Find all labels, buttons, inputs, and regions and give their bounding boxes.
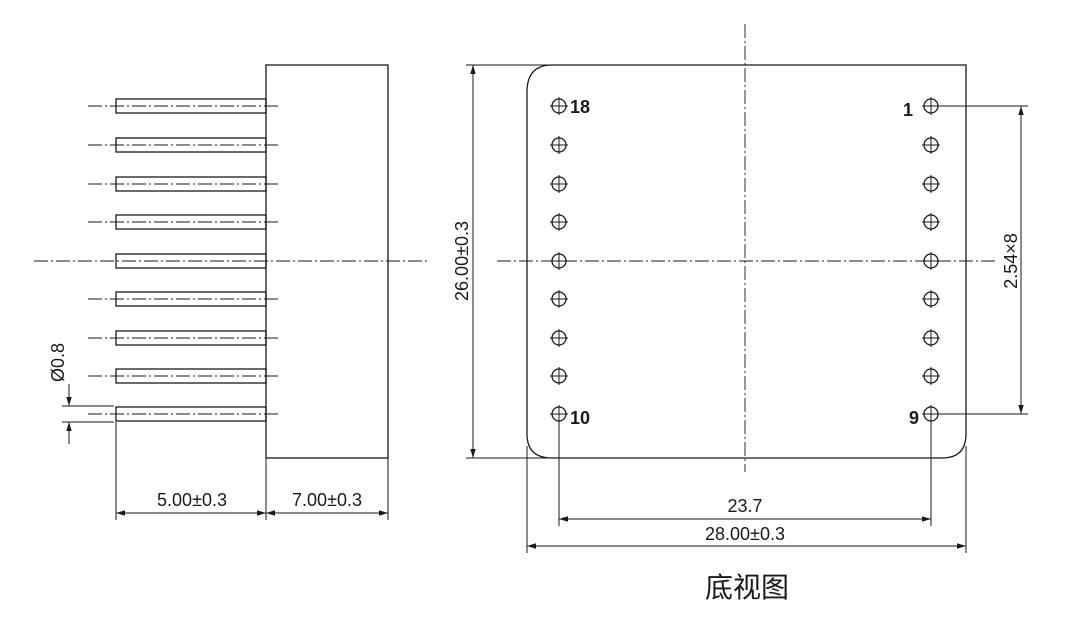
pin-hole	[550, 367, 568, 385]
pin-hole	[922, 175, 940, 193]
view-caption: 底视图	[705, 571, 789, 604]
side-pin	[88, 176, 278, 192]
bottom-view-body	[526, 64, 967, 459]
bottom-view: 18 1 10 9 26.00±0.3 2.54×8 23.7 28.00	[452, 24, 1028, 604]
side-length-dimensions: 5.00±0.3 7.00±0.3	[115, 422, 389, 520]
pin-hole	[922, 405, 940, 423]
pin-hole	[550, 213, 568, 231]
pin-label-9: 9	[909, 408, 919, 428]
bottom-view-pins	[550, 97, 940, 423]
side-view: Ø0.8 5.00±0.3 7.00±0.3	[34, 64, 428, 520]
pin-length-label: 5.00±0.3	[157, 490, 227, 510]
pin-hole	[550, 97, 568, 115]
body-height-label: 7.00±0.3	[292, 490, 362, 510]
side-view-pins	[88, 98, 278, 422]
side-pin	[88, 291, 278, 307]
width-dimensions: 23.7 28.00±0.3	[526, 422, 967, 553]
pin-hole	[922, 290, 940, 308]
pin-hole	[550, 175, 568, 193]
pin-hole	[550, 405, 568, 423]
pin-hole	[922, 329, 940, 347]
pin-label-18: 18	[570, 97, 590, 117]
pin-diameter-label: Ø0.8	[48, 343, 68, 382]
side-pin	[88, 214, 278, 230]
pitch-label: 2.54×8	[1001, 233, 1021, 289]
side-pin	[88, 368, 278, 384]
pin-hole	[550, 329, 568, 347]
pin-hole	[922, 213, 940, 231]
width-label: 28.00±0.3	[705, 524, 785, 544]
side-pin	[88, 98, 278, 114]
pin-hole	[550, 290, 568, 308]
height-dimension: 26.00±0.3	[452, 64, 552, 459]
pin-label-10: 10	[570, 408, 590, 428]
pin-diameter-dimension: Ø0.8	[48, 343, 114, 444]
pitch-dimension: 2.54×8	[938, 105, 1028, 415]
pin-label-1: 1	[903, 100, 913, 120]
side-pin	[88, 330, 278, 346]
side-pin	[88, 406, 278, 422]
pin-hole	[550, 252, 568, 270]
pin-hole	[922, 252, 940, 270]
side-pin	[88, 137, 278, 153]
pin-hole	[550, 136, 568, 154]
pin-hole	[922, 367, 940, 385]
pin-hole	[922, 97, 940, 115]
pin-hole	[922, 136, 940, 154]
height-label: 26.00±0.3	[452, 221, 472, 301]
side-view-body	[265, 64, 389, 459]
pin-row-spacing-label: 23.7	[727, 496, 762, 516]
